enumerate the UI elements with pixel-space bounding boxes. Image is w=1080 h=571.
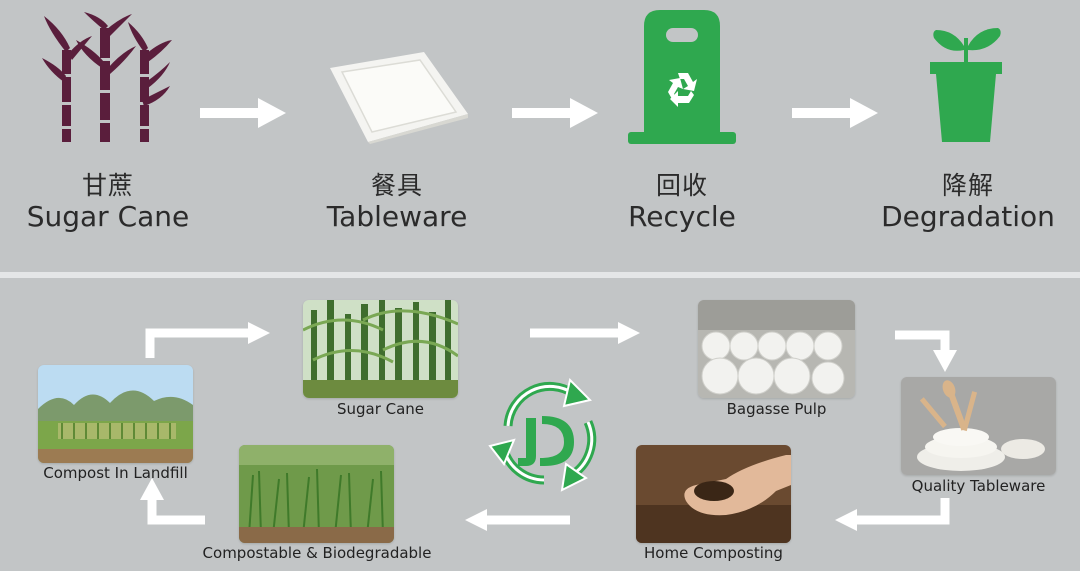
sugar-cane-field-photo xyxy=(303,300,458,398)
sprout-pot-icon xyxy=(930,28,1002,142)
step-4-english-label: Degradation xyxy=(881,200,1055,233)
plate-icon xyxy=(330,52,468,144)
cycle-arrows xyxy=(140,322,957,531)
tableware-photo xyxy=(901,377,1056,475)
step-3-english-label: Recycle xyxy=(628,200,736,233)
flow-arrow-3 xyxy=(792,98,878,128)
section-divider xyxy=(0,272,1080,278)
step-3-chinese-label: 回收 xyxy=(655,171,708,200)
step-4-chinese-label: 降解 xyxy=(941,171,994,200)
cycle-label-quality-tableware: Quality Tableware xyxy=(911,477,1046,495)
cycle-label-home-composting: Home Composting xyxy=(644,544,783,562)
cycle-label-bagasse-pulp: Bagasse Pulp xyxy=(726,400,827,418)
step-1-chinese-label: 甘蔗 xyxy=(81,171,134,200)
cycle-label-compostable-biodegradable: Compostable & Biodegradable xyxy=(202,544,432,562)
sugar-cane-icon xyxy=(42,12,172,142)
cycle-label-compost-in-landfill: Compost In Landfill xyxy=(43,464,188,482)
landfill-landscape-photo xyxy=(38,365,193,463)
jd-recycle-logo-icon xyxy=(488,378,597,492)
step-2-english-label: Tableware xyxy=(326,200,468,233)
grass-field-photo xyxy=(239,445,394,543)
step-1-english-label: Sugar Cane xyxy=(26,200,190,233)
step-2-chinese-label: 餐具 xyxy=(370,171,423,200)
cycle-label-sugar-cane: Sugar Cane xyxy=(336,400,425,418)
recycle-bin-icon xyxy=(628,10,736,144)
bagasse-pulp-rolls-photo xyxy=(698,300,855,398)
flow-arrow-1 xyxy=(200,98,286,128)
flow-arrow-2 xyxy=(512,98,598,128)
hand-soil-photo xyxy=(636,445,791,543)
